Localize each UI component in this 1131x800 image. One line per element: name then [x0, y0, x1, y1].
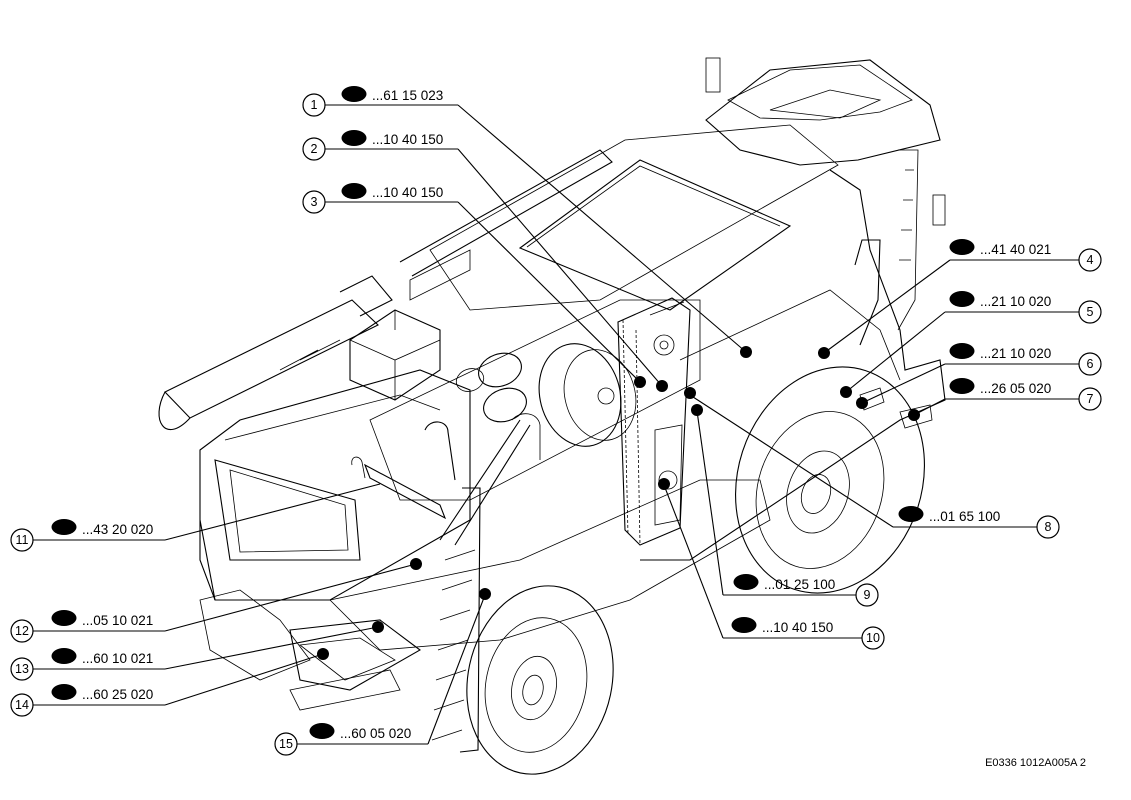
- eye-icon: [949, 338, 975, 359]
- location-dot-12: [410, 558, 422, 570]
- eye-icon: [341, 125, 367, 146]
- callout-number: 8: [1045, 520, 1052, 534]
- location-dot-3: [634, 376, 646, 388]
- callout-12: 12 ...05 10 021: [10, 605, 153, 643]
- callout-number: 3: [311, 195, 318, 209]
- callout-2: 2 ...10 40 150: [302, 125, 443, 161]
- callout-number: 6: [1087, 357, 1094, 371]
- callout-15: 15 ...60 05 020: [274, 718, 411, 756]
- eye-icon: [949, 234, 975, 255]
- location-dots: [317, 346, 920, 660]
- location-dot-13: [372, 621, 384, 633]
- callout-3: 3 ...10 40 150: [302, 178, 443, 214]
- callout-reference: ...61 15 023: [372, 88, 443, 103]
- document-id: E0336 1012A005A 2: [985, 757, 1086, 769]
- callout-reference: ...10 40 150: [372, 185, 443, 200]
- callout-number: 13: [15, 662, 29, 676]
- callout-11: 11 ...43 20 020: [10, 514, 153, 552]
- callout-reference: ...60 10 021: [82, 651, 153, 666]
- callout-reference: ...60 05 020: [340, 726, 411, 741]
- location-dot-10: [658, 478, 670, 490]
- location-dot-7: [908, 409, 920, 421]
- eye-icon: [309, 718, 335, 739]
- callout-reference: ...41 40 021: [980, 242, 1051, 257]
- callout-number: 15: [279, 737, 293, 751]
- callout-reference: ...21 10 020: [980, 346, 1051, 361]
- callout-number: 11: [16, 533, 29, 547]
- callout-reference: ...60 25 020: [82, 687, 153, 702]
- location-dot-2: [656, 380, 668, 392]
- location-dot-5: [840, 386, 852, 398]
- callout-10: 10 ...10 40 150: [731, 612, 885, 650]
- callout-number: 10: [866, 631, 880, 645]
- callout-6: 6 ...21 10 020: [949, 338, 1102, 376]
- eye-icon: [898, 501, 924, 522]
- callout-number: 12: [15, 624, 29, 638]
- callout-number: 9: [864, 588, 871, 602]
- machine-outline: [158, 57, 946, 775]
- location-dot-4: [818, 347, 830, 359]
- eye-icon: [51, 643, 77, 664]
- location-dot-6: [856, 397, 868, 409]
- callout-reference: ...10 40 150: [762, 620, 833, 635]
- callout-number: 5: [1087, 305, 1094, 319]
- callout-14: 14 ...60 25 020: [10, 679, 153, 717]
- location-dot-14: [317, 648, 329, 660]
- leader-lines: [33, 104, 1079, 745]
- eye-icon: [51, 679, 77, 700]
- location-dot-9: [691, 404, 703, 416]
- callout-number: 1: [311, 98, 318, 112]
- callout-reference: ...21 10 020: [980, 294, 1051, 309]
- callout-reference: ...05 10 021: [82, 613, 153, 628]
- location-dot-1: [740, 346, 752, 358]
- callout-number: 2: [311, 142, 318, 156]
- callout-reference: ...26 05 020: [980, 381, 1051, 396]
- callout-reference: ...01 65 100: [929, 509, 1000, 524]
- callout-number: 7: [1087, 392, 1094, 406]
- callout-5: 5 ...21 10 020: [949, 286, 1102, 324]
- eye-icon: [731, 612, 757, 633]
- callout-7: 7 ...26 05 020: [949, 373, 1102, 411]
- callout-13: 13 ...60 10 021: [10, 643, 153, 681]
- eye-icon: [51, 605, 77, 626]
- callout-reference: ...43 20 020: [82, 522, 153, 537]
- eye-icon: [51, 514, 77, 535]
- eye-icon: [733, 569, 759, 590]
- location-dot-15: [479, 588, 491, 600]
- callout-9: 9 ...01 25 100: [733, 569, 879, 607]
- callout-reference: ...10 40 150: [372, 132, 443, 147]
- callout-1: 1 ...61 15 023: [302, 81, 443, 117]
- eye-icon: [949, 373, 975, 394]
- eye-icon: [949, 286, 975, 307]
- eye-icon: [341, 81, 367, 102]
- location-dot-8: [684, 387, 696, 399]
- callout-number: 14: [15, 698, 29, 712]
- callout-number: 4: [1087, 253, 1094, 267]
- callout-reference: ...01 25 100: [764, 577, 835, 592]
- callout-8: 8 ...01 65 100: [898, 501, 1060, 539]
- eye-icon: [341, 178, 367, 199]
- callout-4: 4 ...41 40 021: [949, 234, 1102, 272]
